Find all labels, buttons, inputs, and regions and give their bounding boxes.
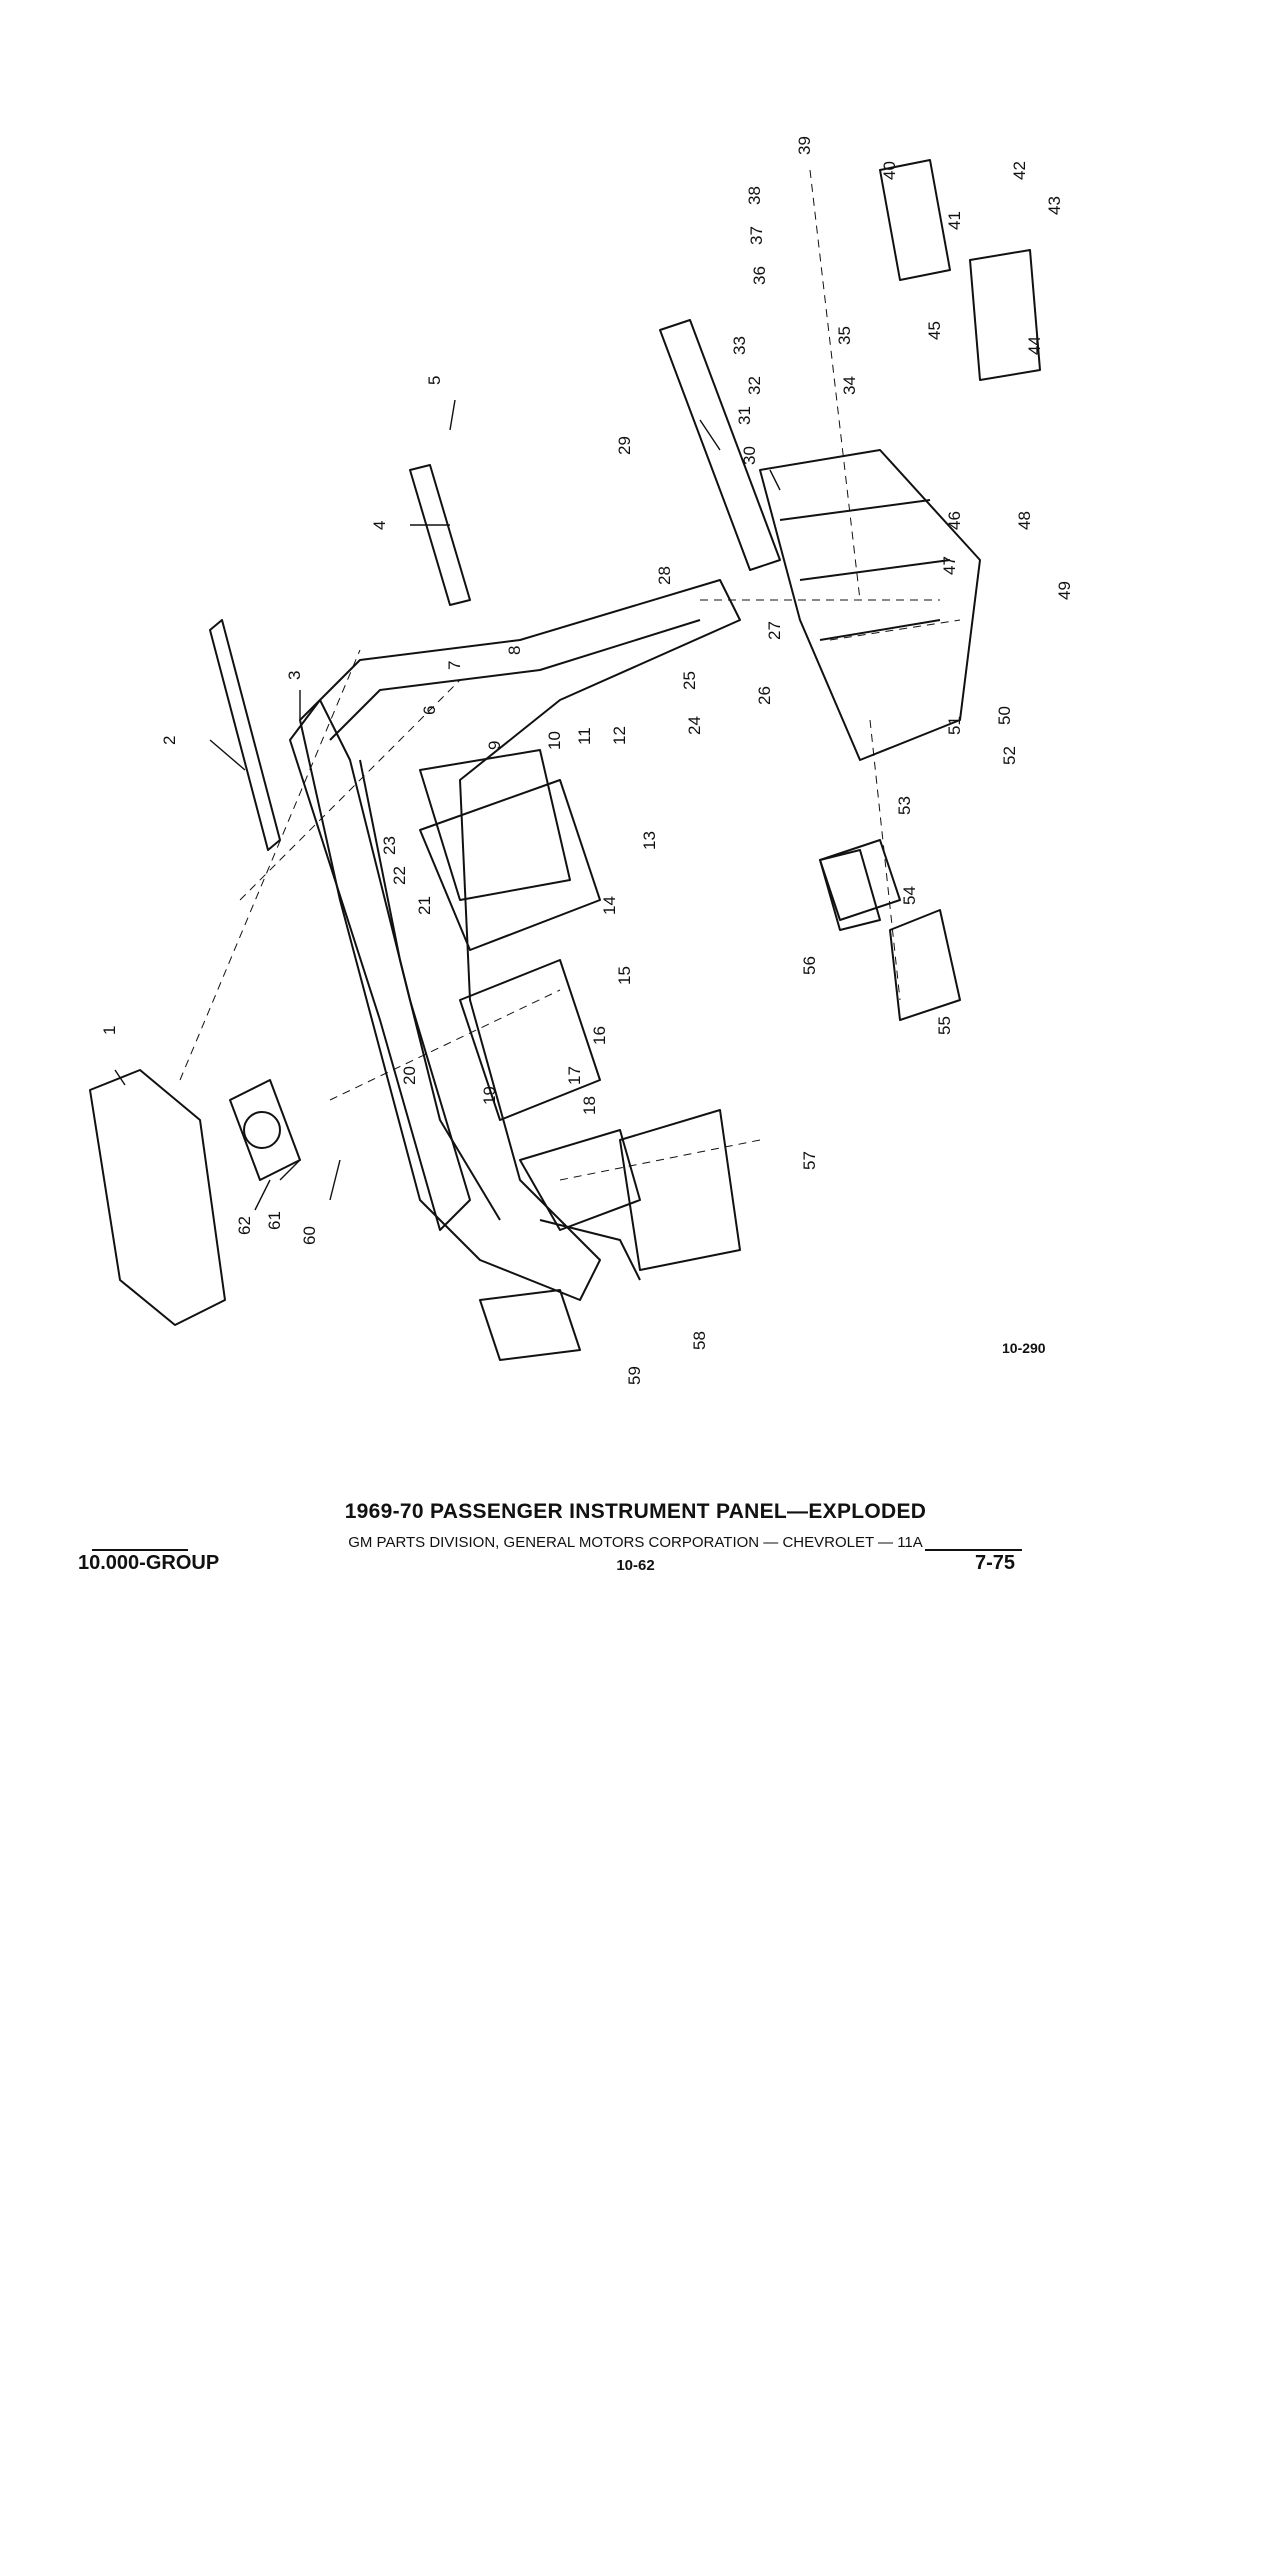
callout-28: 28: [655, 566, 674, 585]
callout-37: 37: [747, 226, 766, 245]
callout-35: 35: [835, 326, 854, 345]
dash-pad: [289, 699, 471, 1231]
callout-4: 4: [370, 521, 389, 530]
callout-1: 1: [100, 1026, 119, 1035]
callout-57: 57: [800, 1151, 819, 1170]
glove-box-door: [879, 159, 951, 281]
callout-13: 13: [640, 831, 659, 850]
callout-34: 34: [840, 376, 859, 395]
callout-38: 38: [745, 186, 764, 205]
callout-23: 23: [380, 836, 399, 855]
callout-32: 32: [745, 376, 764, 395]
radio-56: [819, 849, 881, 931]
callout-29: 29: [615, 436, 634, 455]
callout-44: 44: [1025, 336, 1044, 355]
glove-box-14: [419, 749, 571, 901]
callout-25: 25: [680, 671, 699, 690]
pad-molding: [209, 619, 281, 851]
callout-33: 33: [730, 336, 749, 355]
bezel-left: [89, 1069, 226, 1326]
callout-52: 52: [1000, 746, 1019, 765]
callout-54: 54: [900, 886, 919, 905]
callout-10: 10: [545, 731, 564, 750]
callout-56: 56: [800, 956, 819, 975]
callout-49: 49: [1055, 581, 1074, 600]
callout-43: 43: [1045, 196, 1064, 215]
callout-7: 7: [445, 661, 464, 670]
divider-right: [925, 1549, 1022, 1551]
callout-41: 41: [945, 211, 964, 230]
callout-16: 16: [590, 1026, 609, 1045]
callout-6: 6: [420, 706, 439, 715]
callout-11: 11: [575, 727, 594, 745]
callout-3: 3: [285, 671, 304, 680]
callout-12: 12: [610, 726, 629, 745]
callout-48: 48: [1015, 511, 1034, 530]
group-number: 10.000-GROUP: [78, 1552, 220, 1574]
callout-15: 15: [615, 966, 634, 985]
cluster-bezel: [659, 319, 781, 571]
ash-tray-59: [479, 1289, 581, 1361]
air-duct-58: [619, 1109, 741, 1271]
callout-59: 59: [625, 1366, 644, 1385]
callout-19: 19: [480, 1086, 499, 1105]
callout-9: 9: [485, 741, 504, 750]
callout-24: 24: [685, 716, 704, 735]
callout-17: 17: [565, 1066, 584, 1085]
callout-58: 58: [690, 1331, 709, 1350]
callout-39: 39: [795, 136, 814, 155]
callout-55: 55: [935, 1016, 954, 1035]
heater-control: [819, 839, 901, 921]
divider-left: [92, 1549, 188, 1551]
speaker: [229, 1079, 301, 1181]
cluster-housing: [759, 449, 981, 761]
figure-id: 10-290: [1002, 1340, 1046, 1356]
callout-46: 46: [945, 511, 964, 530]
page-title: 1969-70 PASSENGER INSTRUMENT PANEL—EXPLO…: [344, 1500, 927, 1523]
callout-18: 18: [580, 1096, 599, 1115]
callout-30: 30: [740, 446, 759, 465]
callout-2: 2: [160, 736, 179, 745]
callout-51: 51: [945, 716, 964, 735]
callout-45: 45: [925, 321, 944, 340]
callout-61: 61: [265, 1211, 284, 1230]
callout-62: 62: [235, 1216, 254, 1235]
callout-50: 50: [995, 706, 1014, 725]
callout-8: 8: [505, 646, 524, 655]
trim-strip: [409, 464, 471, 606]
speaker-55: [889, 909, 961, 1021]
callout-40: 40: [880, 161, 899, 180]
exploded-diagram: 1 2 3 4 5 6 7 8 9 10 11 12 13 14 15 16 1…: [89, 136, 1074, 1385]
callout-21: 21: [415, 896, 434, 915]
callout-labels: 1 2 3 4 5 6 7 8 9 10 11 12 13 14 15 16 1…: [100, 136, 1074, 1385]
callout-53: 53: [895, 796, 914, 815]
callout-31: 31: [735, 406, 754, 425]
callout-26: 26: [755, 686, 774, 705]
callout-20: 20: [400, 1066, 419, 1085]
callout-22: 22: [390, 866, 409, 885]
callout-14: 14: [600, 896, 619, 915]
credit-line: GM PARTS DIVISION, GENERAL MOTORS CORPOR…: [348, 1534, 923, 1551]
page-number: 10-62: [616, 1557, 655, 1574]
callout-36: 36: [750, 266, 769, 285]
bracket-44: [969, 249, 1041, 381]
revision-date: 7-75: [975, 1552, 1016, 1574]
callout-42: 42: [1010, 161, 1029, 180]
callout-27: 27: [765, 621, 784, 640]
callout-60: 60: [300, 1226, 319, 1245]
callout-5: 5: [425, 376, 444, 385]
instrument-panel-carrier: [299, 579, 741, 1301]
callout-47: 47: [940, 556, 959, 575]
